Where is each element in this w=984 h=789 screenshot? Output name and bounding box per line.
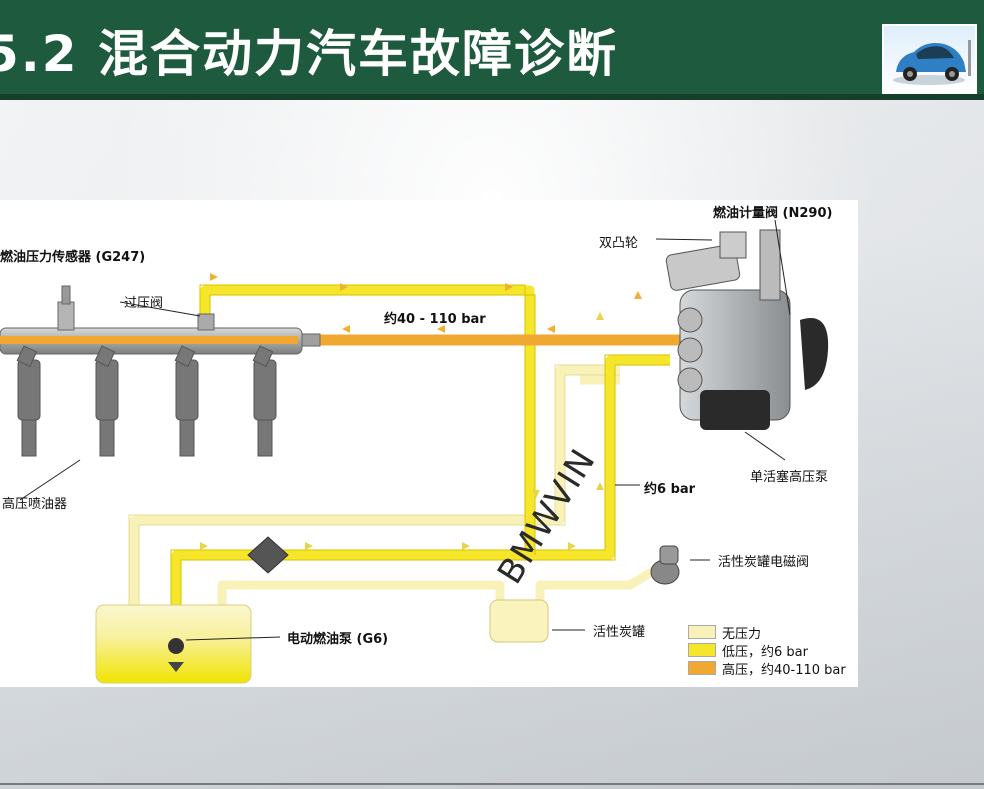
legend-swatch-high-pressure	[688, 661, 716, 675]
relief-valve	[197, 313, 215, 331]
label-high-pressure-value: 约40 - 110 bar	[384, 312, 486, 327]
legend-swatch-low-pressure	[688, 643, 716, 657]
label-pump: 单活塞高压泵	[750, 470, 829, 485]
label-injectors: 高压喷油器	[2, 497, 68, 512]
page-title: 5.2 混合动力汽车故障诊断	[0, 25, 618, 83]
header-bar: 5.2 混合动力汽车故障诊断	[0, 0, 984, 100]
label-cam: 双凸轮	[599, 236, 639, 251]
electric-fuel-pump	[168, 638, 184, 654]
car-thumbnail	[882, 24, 977, 94]
high-pressure-pump	[665, 229, 829, 430]
legend-label-low-pressure: 低压，约6 bar	[722, 645, 808, 660]
fuel-system-diagram: 燃油压力传感器 (G247) 过压阀 高压喷油器 约40 - 110 bar 双…	[0, 200, 858, 687]
car-icon	[893, 40, 971, 85]
pressure-sensor	[57, 285, 75, 331]
footer-divider	[0, 783, 984, 785]
carbon-canister	[489, 599, 549, 643]
legend-label-high-pressure: 高压，约40-110 bar	[722, 663, 846, 678]
label-g6: 电动燃油泵 (G6)	[287, 632, 389, 647]
label-relief-valve: 过压阀	[124, 296, 164, 311]
legend-label-no-pressure: 无压力	[722, 627, 762, 642]
label-low-pressure-value: 约6 bar	[644, 482, 696, 497]
fuel-filter	[247, 536, 289, 574]
legend-swatch-no-pressure	[688, 625, 716, 639]
label-canister: 活性炭罐	[593, 625, 646, 640]
flow-arrows	[210, 273, 642, 333]
label-n290: 燃油计量阀 (N290)	[713, 206, 833, 221]
injectors	[16, 345, 277, 457]
canister-solenoid-valve	[650, 545, 680, 585]
label-g247: 燃油压力传感器 (G247)	[0, 250, 146, 265]
low-pressure-lines	[171, 285, 670, 640]
diagram-drawing	[0, 219, 829, 684]
label-canister-valve: 活性炭罐电磁阀	[718, 555, 810, 570]
